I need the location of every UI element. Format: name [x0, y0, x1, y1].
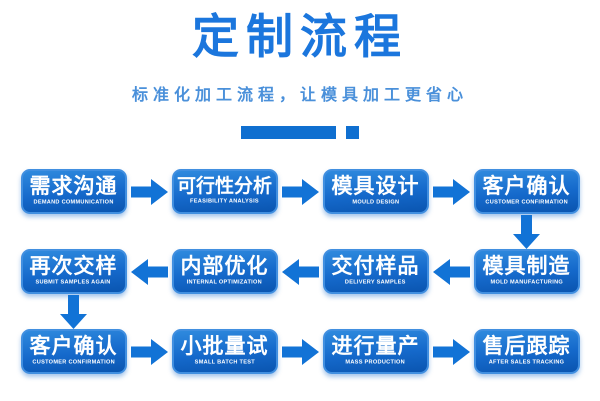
flow-step-internal-optimization: 内部优化 INTERNAL OPTIMIZATION: [171, 249, 278, 295]
page-subtitle: 标准化加工流程，让模具加工更省心: [131, 87, 468, 105]
flow-step-after-sales-tracking: 售后跟踪 AFTER SALES TRACKING: [473, 329, 580, 375]
arrow-left-icon: [127, 249, 172, 294]
step-label-en: DELIVERY SAMPLES: [345, 278, 406, 285]
step-label-zh: 内部优化: [180, 254, 269, 278]
step-label-zh: 再次交样: [29, 254, 118, 278]
flow-step-mould-design: 模具设计 MOULD DESIGN: [322, 169, 429, 215]
arrow-down-icon: [474, 214, 580, 249]
arrow-right-icon: [429, 169, 474, 214]
flow-step-mold-manufacturing: 模具制造 MOLD MANUFACTURING: [473, 249, 580, 295]
step-label-zh: 需求沟通: [29, 174, 118, 198]
arrow-right-icon: [127, 329, 172, 374]
step-label-en: AFTER SALES TRACKING: [488, 358, 565, 365]
title-decoration: [0, 126, 600, 140]
flow-step-mass-production: 进行量产 MASS PRODUCTION: [322, 329, 429, 375]
step-label-en: MASS PRODUCTION: [345, 358, 406, 365]
arrow-left-icon: [429, 249, 474, 294]
step-label-zh: 模具制造: [482, 254, 571, 278]
spacer: [127, 294, 580, 329]
step-label-en: DEMAND COMMUNICATION: [33, 198, 114, 205]
flow-step-submit-samples-again: 再次交样 SUBMIT SAMPLES AGAIN: [20, 249, 127, 295]
flow-step-demand-communication: 需求沟通 DEMAND COMMUNICATION: [20, 169, 127, 215]
arrow-right-icon: [127, 169, 172, 214]
arrow-left-icon: [278, 249, 323, 294]
flow-step-feasibility-analysis: 可行性分析 FEASIBILITY ANALYSIS: [171, 169, 278, 215]
flow-step-delivery-samples: 交付样品 DELIVERY SAMPLES: [322, 249, 429, 295]
step-label-en: MOLD MANUFACTURING: [490, 278, 563, 285]
arrow-down-icon: [21, 294, 127, 329]
arrow-right-icon: [278, 169, 323, 214]
step-label-zh: 客户确认: [29, 334, 118, 358]
step-label-zh: 进行量产: [331, 334, 420, 358]
step-label-en: CUSTOMER CONFIRMATION: [32, 358, 115, 365]
decoration-bar-icon: [241, 126, 336, 140]
step-label-zh: 模具设计: [331, 174, 420, 198]
step-label-en: MOULD DESIGN: [352, 198, 399, 205]
step-label-zh: 可行性分析: [176, 175, 272, 197]
step-label-zh: 客户确认: [482, 174, 571, 198]
step-label-en: CUSTOMER CONFIRMATION: [485, 198, 568, 205]
step-label-en: FEASIBILITY ANALYSIS: [190, 197, 259, 204]
step-label-zh: 交付样品: [331, 254, 420, 278]
step-label-en: INTERNAL OPTIMIZATION: [186, 278, 263, 285]
flow-step-customer-confirmation-2: 客户确认 CUSTOMER CONFIRMATION: [20, 329, 127, 375]
arrow-right-icon: [278, 329, 323, 374]
step-label-zh: 售后跟踪: [482, 334, 571, 358]
step-label-en: SMALL BATCH TEST: [194, 358, 255, 365]
step-label-zh: 小批量试: [180, 334, 269, 358]
spacer: [21, 214, 474, 249]
step-label-en: SUBMIT SAMPLES AGAIN: [35, 278, 112, 285]
page-title: 定制流程: [192, 10, 408, 63]
flow-diagram: 需求沟通 DEMAND COMMUNICATION 可行性分析 FEASIBIL…: [20, 169, 580, 375]
decoration-square-icon: [346, 126, 359, 140]
flow-step-small-batch-test: 小批量试 SMALL BATCH TEST: [171, 329, 278, 375]
flow-step-customer-confirmation-1: 客户确认 CUSTOMER CONFIRMATION: [473, 169, 580, 215]
arrow-right-icon: [429, 329, 474, 374]
